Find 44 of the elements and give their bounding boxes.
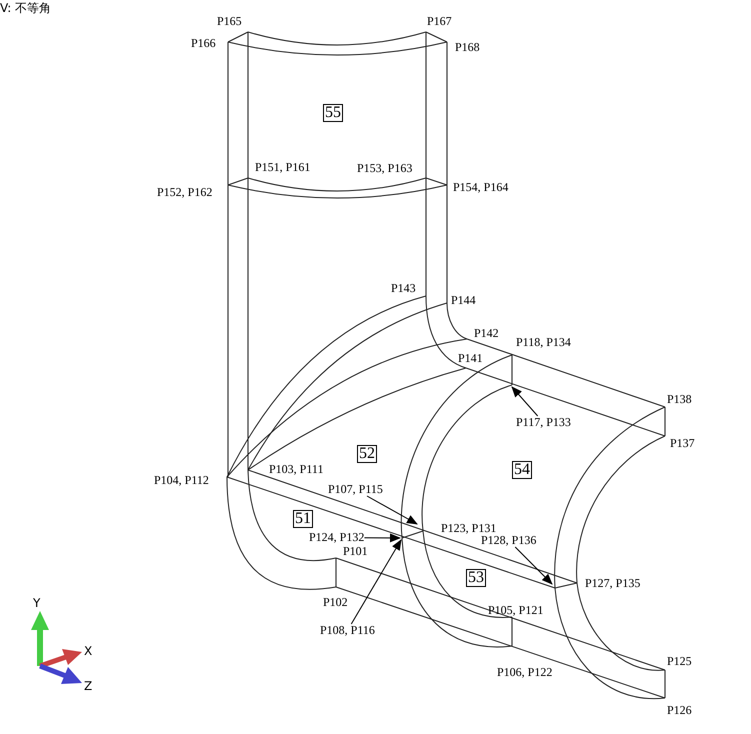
point-label: P117, P133	[516, 416, 571, 429]
point-label: P102	[323, 596, 348, 609]
point-label: P108, P116	[320, 624, 375, 637]
point-label: P138	[667, 393, 692, 406]
point-label: P151, P161	[255, 161, 310, 174]
point-label: P126	[667, 704, 692, 717]
view-label: V: 不等角	[0, 2, 52, 15]
point-label: P105, P121	[488, 604, 544, 617]
point-label: P153, P163	[357, 162, 412, 175]
region-number: 52	[357, 445, 377, 463]
point-label: P154, P164	[453, 181, 508, 194]
point-label: P152, P162	[157, 186, 212, 199]
region-number: 55	[323, 104, 343, 122]
leader-line	[514, 546, 553, 585]
point-label: P143	[391, 282, 416, 295]
region-number: 53	[466, 569, 486, 587]
point-label: P166	[191, 37, 216, 50]
leader-line	[350, 539, 402, 624]
point-label: P128, P136	[481, 534, 536, 547]
point-label: P165	[217, 15, 242, 28]
point-label: P168	[455, 41, 480, 54]
point-label: P103, P111	[269, 463, 324, 476]
point-label: P106, P122	[497, 666, 552, 679]
point-label: P167	[427, 15, 452, 28]
region-number: 51	[293, 510, 313, 528]
point-label: P125	[667, 655, 692, 668]
region-number: 54	[512, 461, 532, 479]
leader-line	[511, 386, 538, 416]
axis-label: Z	[84, 680, 92, 693]
leader-line	[366, 496, 418, 524]
point-label: P123, P131	[441, 522, 496, 535]
point-label: P141	[458, 352, 483, 365]
axis-label: X	[84, 645, 92, 658]
point-label: P137	[670, 437, 695, 450]
point-label: P101	[343, 545, 368, 558]
point-label: P144	[451, 294, 476, 307]
point-label: P142	[474, 327, 499, 340]
leader-line	[364, 533, 401, 542]
point-label: P118, P134	[516, 336, 571, 349]
point-label: P124, P132	[309, 531, 364, 544]
axis-label: Y	[33, 597, 40, 610]
point-label: P127, P135	[585, 577, 640, 590]
point-label: P104, P112	[154, 474, 209, 487]
point-label: P107, P115	[328, 483, 383, 496]
